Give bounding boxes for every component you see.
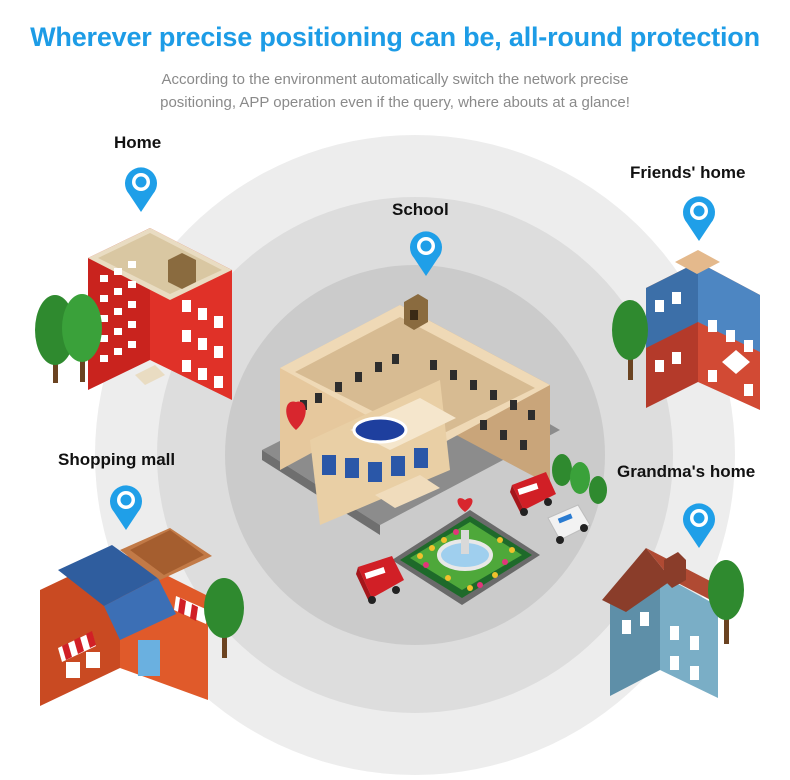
location-pin-icon — [110, 485, 142, 530]
subtitle-line-2: positioning, APP operation even if the q… — [160, 94, 630, 111]
tree-icon — [552, 454, 607, 504]
location-pin-icon — [683, 503, 715, 548]
fountain-icon — [392, 498, 540, 605]
location-label-shopping-mall: Shopping mall — [58, 450, 176, 469]
ambulance-icon — [547, 504, 591, 544]
location-pin-icon — [410, 231, 442, 276]
location-pin-icon — [125, 167, 157, 212]
house-icon — [646, 250, 760, 410]
house-icon — [88, 228, 232, 400]
school-icon — [262, 294, 560, 535]
fire-truck-icon — [510, 472, 556, 516]
tree-icon — [708, 560, 744, 644]
location-label-school: School — [392, 200, 449, 219]
subtitle-line-1: According to the environment automatical… — [161, 71, 629, 88]
location-label-friends-home: Friends' home — [630, 163, 746, 182]
tree-icon — [612, 300, 648, 380]
heart-icon — [286, 401, 306, 430]
house-icon — [602, 548, 734, 698]
location-pin-icon — [683, 196, 715, 241]
fire-truck-icon — [356, 556, 404, 604]
location-label-grandmas-home: Grandma's home — [617, 462, 756, 481]
tree-icon — [35, 294, 102, 383]
page-title: Wherever precise positioning can be, all… — [30, 22, 760, 52]
shop-icon — [40, 528, 212, 706]
awning — [58, 596, 208, 662]
location-label-home: Home — [114, 133, 162, 152]
page-subtitle: According to the environment automatical… — [0, 68, 790, 114]
tree-icon — [204, 578, 244, 658]
